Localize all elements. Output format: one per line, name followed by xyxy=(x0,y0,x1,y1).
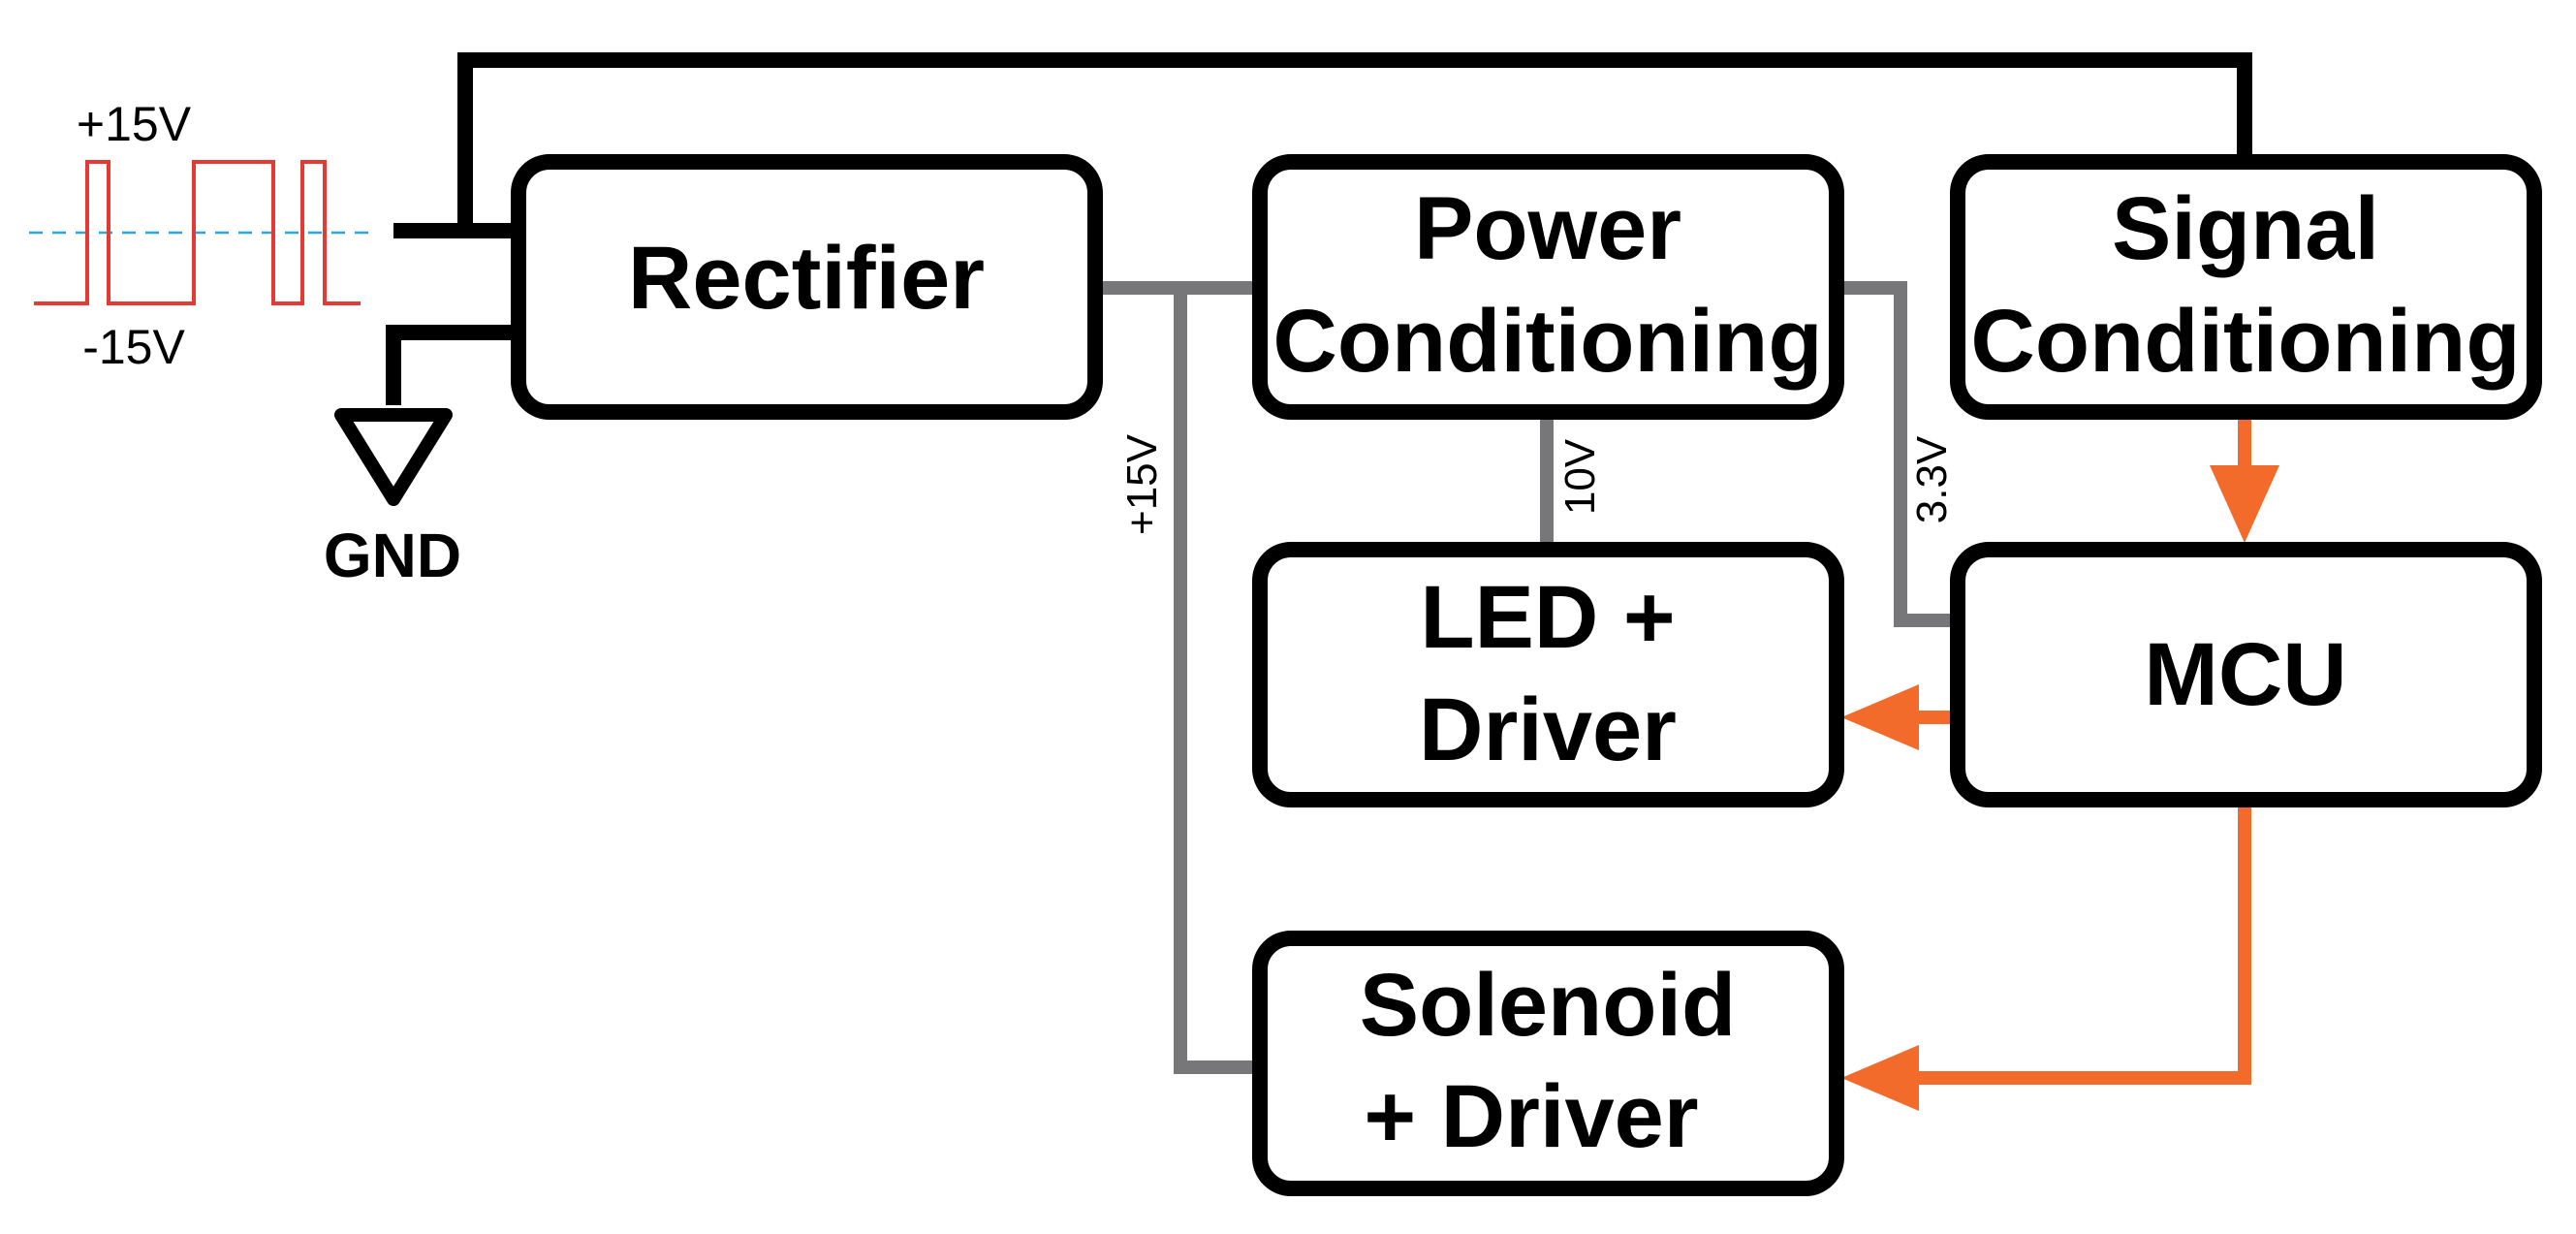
block-mcu: MCU xyxy=(1950,542,2542,807)
top-black-wire xyxy=(457,52,2252,229)
block-signal-conditioning: Signal Conditioning xyxy=(1950,154,2542,420)
signal-label-line2: Conditioning xyxy=(1970,292,2520,391)
ground-wire xyxy=(386,325,518,405)
block-power-conditioning: Power Conditioning xyxy=(1252,154,1844,420)
led-label-line2: Driver xyxy=(1419,680,1677,779)
solenoid-label-line2: + Driver xyxy=(1364,1067,1698,1166)
waveform-low-label: -15V xyxy=(82,320,185,374)
rail-label-3v3: 3.3V xyxy=(1908,435,1956,523)
block-solenoid-driver: Solenoid + Driver xyxy=(1252,931,1844,1196)
rail-label-10v: 10V xyxy=(1556,438,1604,515)
arrow-left-icon xyxy=(1841,684,1919,750)
power-label-line1: Power xyxy=(1414,179,1681,278)
signal-arrows xyxy=(1841,465,2279,1111)
gnd-label: GND xyxy=(324,521,461,590)
mcu-label: MCU xyxy=(2144,625,2347,724)
power-wires xyxy=(1095,281,1958,1074)
arrow-down-icon xyxy=(2210,465,2279,543)
solenoid-label-line1: Solenoid xyxy=(1360,956,1736,1055)
led-label-line1: LED + xyxy=(1420,568,1675,667)
rail-label-15v: +15V xyxy=(1118,433,1166,535)
arrow-left-icon xyxy=(1841,1045,1919,1111)
ground-icon xyxy=(334,408,453,506)
waveform-high-label: +15V xyxy=(77,97,192,151)
square-waveform xyxy=(34,160,361,305)
block-led-driver: LED + Driver xyxy=(1252,542,1844,807)
block-rectifier: Rectifier xyxy=(511,154,1103,420)
rectifier-label: Rectifier xyxy=(628,229,985,328)
signal-label-line1: Signal xyxy=(2112,179,2379,278)
power-label-line2: Conditioning xyxy=(1272,292,1822,391)
